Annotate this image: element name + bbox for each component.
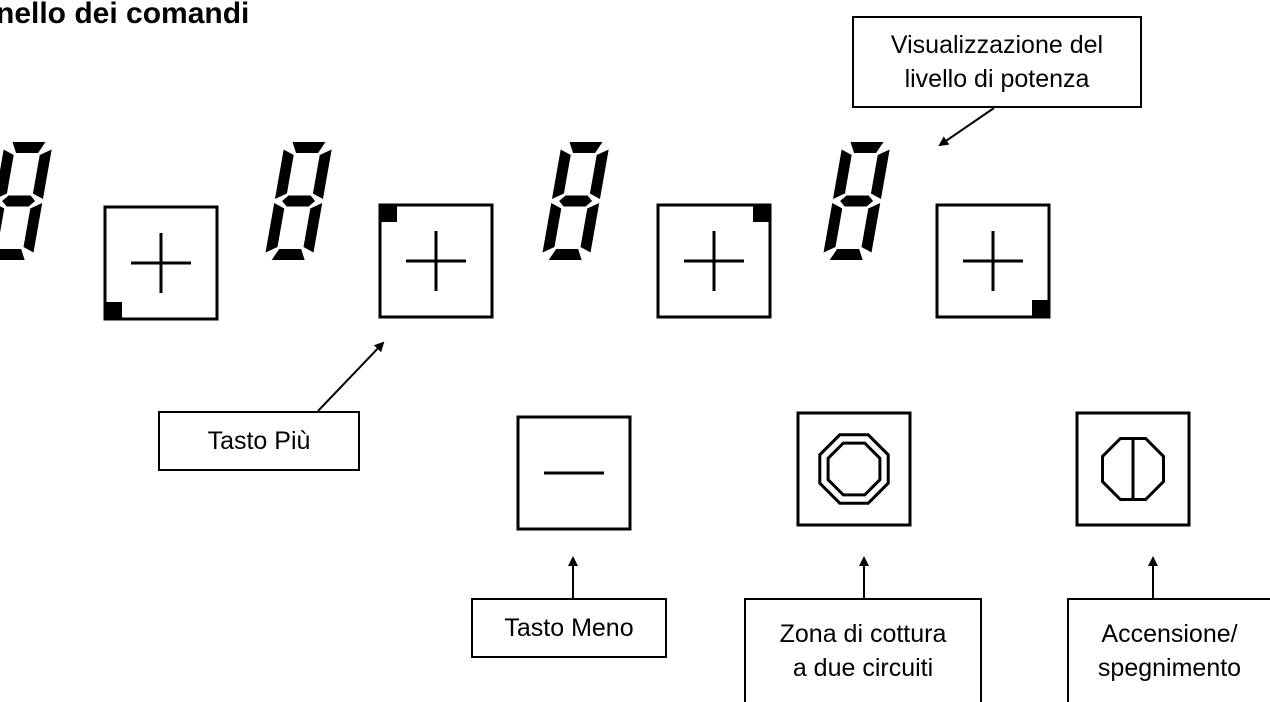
seven-segment-digit [823,142,890,260]
dual-circuit-key[interactable] [796,411,912,527]
callout-line: Visualizzazione del [890,31,1104,59]
callout-line: Tasto Più [207,427,311,455]
zone-indicator-bottom-right [1032,300,1049,317]
inner-octagon [826,441,882,497]
zone-indicator-top-left [380,205,397,222]
plus-key-callout: Tasto Più [158,411,360,471]
digit-segment-b [589,149,609,199]
digit-segment-b [32,149,52,199]
page-title: nello dei comandi [0,0,250,30]
minus-key[interactable] [516,415,632,531]
zone-indicator-top-right [753,205,770,222]
digit-segment-c [303,203,323,253]
digit-segment-f [274,149,294,199]
callout-line: Zona di cottura [779,620,947,648]
on-off-callout: Accensione/ spegnimento [1067,598,1270,702]
digit-segment-b [312,149,332,199]
dual-circuit-zone-callout: Zona di cottura a due circuiti [744,598,982,702]
callout-line: Accensione/ [1101,620,1238,648]
key-frame [935,203,1051,319]
cooking-zone-2 [265,142,494,319]
power-level-arrow [938,107,995,147]
digit-segment-f [832,149,852,199]
digit-segment-c [23,203,43,253]
cooking-zone-4 [823,142,1051,319]
power-level-display-callout: Visualizzazione del livello di potenza [852,16,1142,108]
key-frame [516,415,632,531]
digit-segment-e [265,203,285,253]
plus-key-zone-4[interactable] [935,203,1051,319]
digit-segment-d [0,249,25,260]
callout-line: a due circuiti [792,654,934,682]
digit-segment-g [840,195,874,207]
digit-segment-e [542,203,562,253]
digit-segment-g [282,195,316,207]
plus-key-arrow [317,341,385,412]
digit-segment-f [551,149,571,199]
digit-segment-e [823,203,843,253]
digit-segment-a [850,142,884,153]
digit-segment-d [829,249,863,260]
plus-key-zone-3[interactable] [656,203,772,319]
digit-segment-g [2,195,36,207]
digit-segment-f [0,149,14,199]
digit-segment-b [870,149,890,199]
digit-segment-a [569,142,603,153]
power-icon [1101,437,1165,501]
power-octagon [1101,437,1165,501]
digit-segment-d [271,249,305,260]
digit-segment-d [548,249,582,260]
callout-line: livello di potenza [904,65,1090,93]
plus-icon [684,231,744,291]
cooking-zone-3 [542,142,772,319]
callout-line: spegnimento [1097,654,1242,682]
digit-segment-e [0,203,5,253]
callout-line: Tasto Meno [504,614,634,642]
plus-key-zone-1[interactable] [103,205,219,321]
seven-segment-digit [0,142,52,260]
digit-segment-a [292,142,326,153]
zone-indicator-bottom-left [105,302,122,319]
digit-segment-c [861,203,881,253]
plus-icon [131,233,191,293]
seven-segment-digit [265,142,332,260]
plus-icon [406,231,466,291]
digit-segment-c [580,203,600,253]
plus-icon [963,231,1023,291]
digit-segment-g [559,195,593,207]
digit-segment-a [12,142,46,153]
on-off-key[interactable] [1075,411,1191,527]
outer-octagon [818,433,890,505]
seven-segment-digit [542,142,609,260]
key-frame [796,411,912,527]
cooking-zone-1 [0,142,219,321]
minus-key-callout: Tasto Meno [471,598,667,658]
plus-key-zone-2[interactable] [378,203,494,319]
dual-circuit-icon [818,433,890,505]
